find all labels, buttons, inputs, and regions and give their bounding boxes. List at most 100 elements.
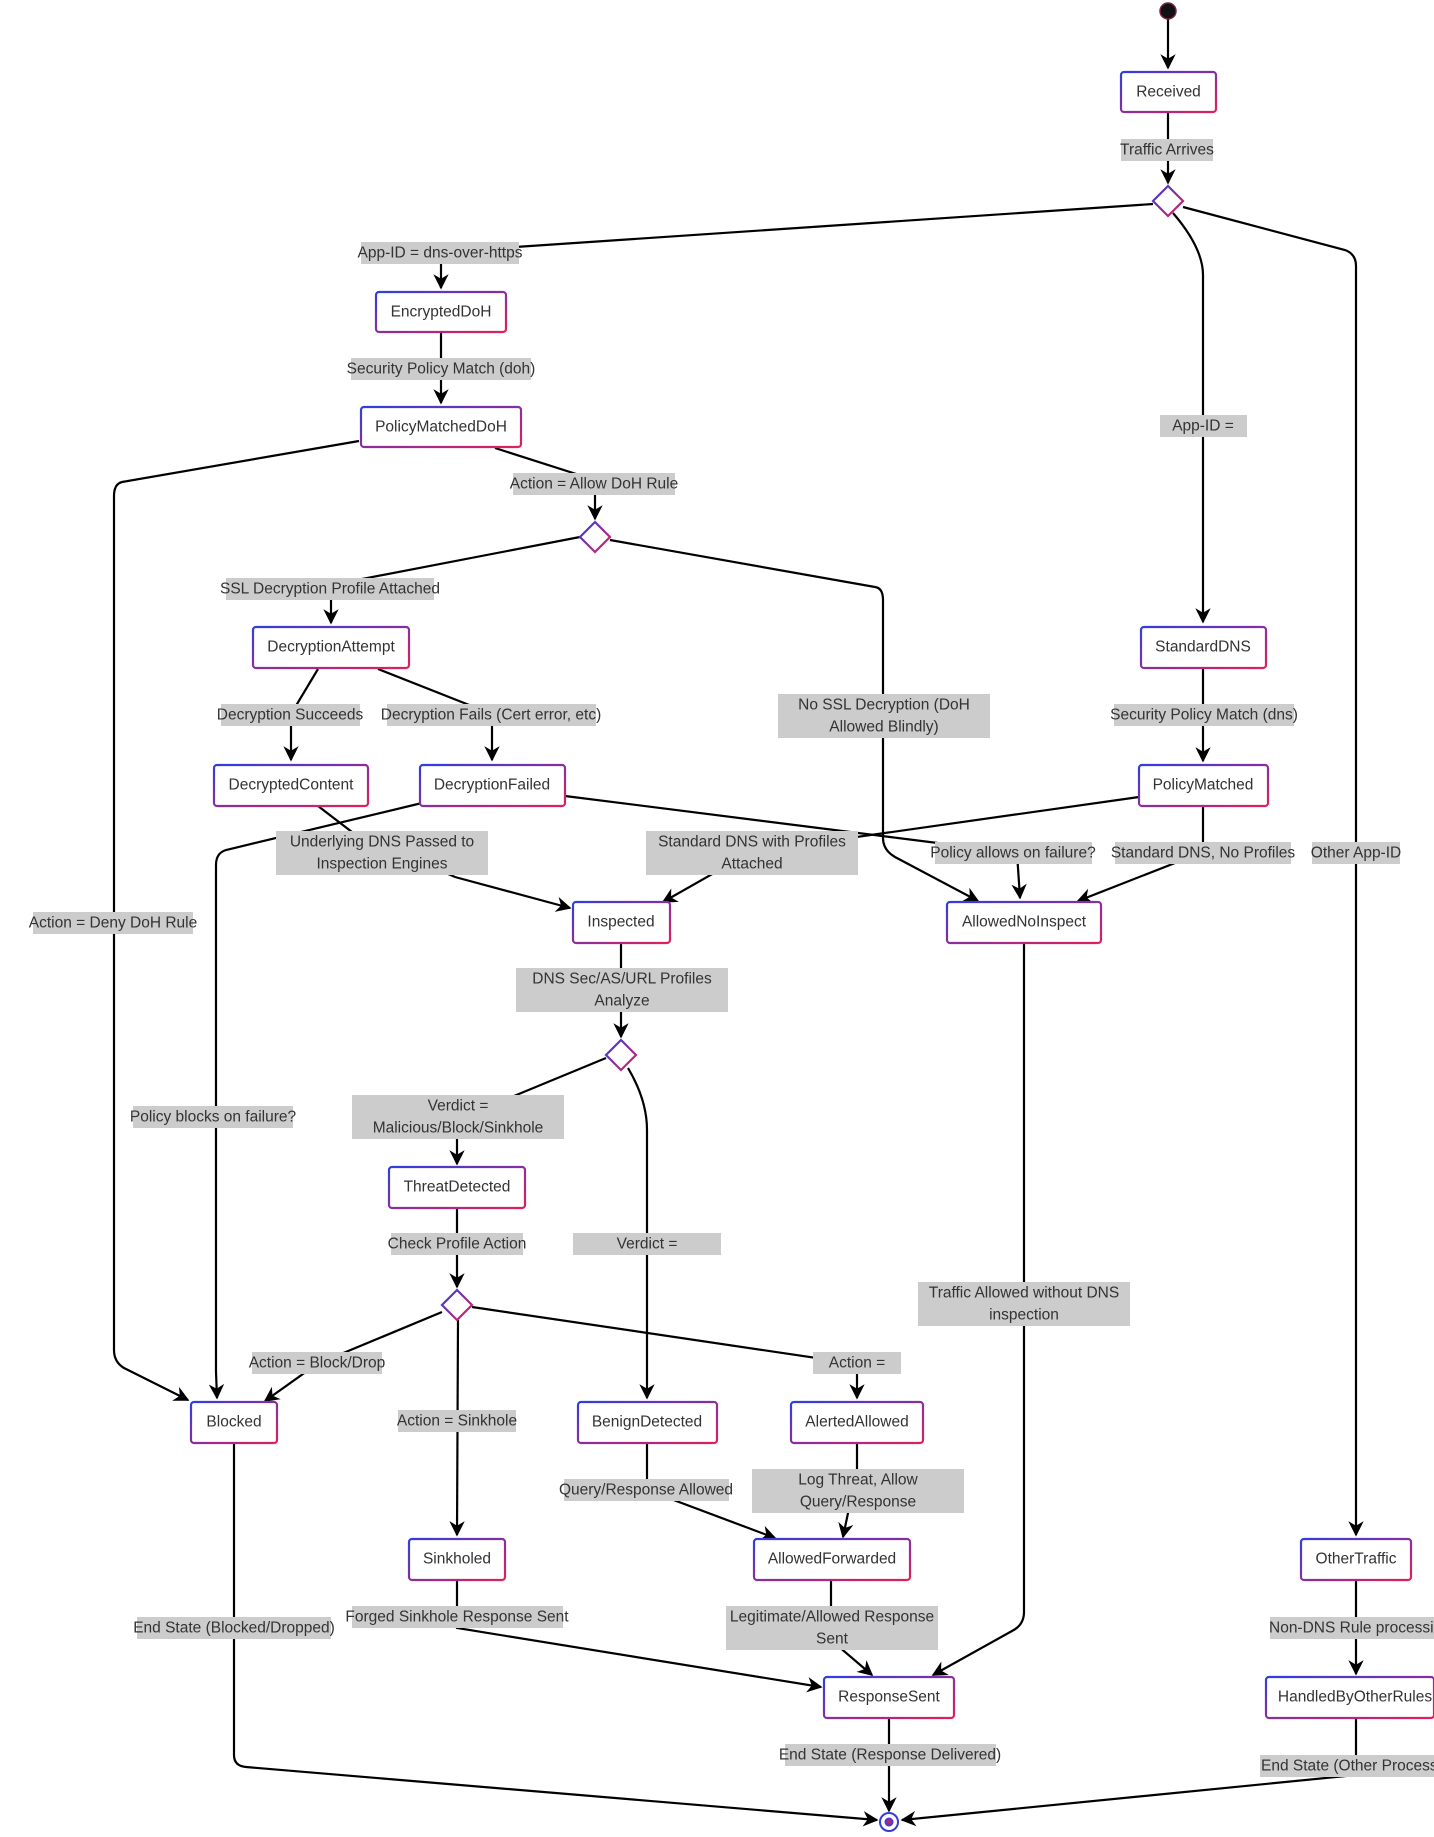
- label-other-app-id: Other App-ID: [1311, 842, 1401, 864]
- edge-blocked-end: [232, 1443, 879, 1827]
- edge-choice1-othertraffic: [1182, 205, 1364, 1537]
- node-threat-detected: ThreatDetected: [387, 1165, 527, 1210]
- svg-text:DecryptionFailed: DecryptionFailed: [434, 777, 550, 794]
- svg-text:AlertedAllowed: AlertedAllowed: [805, 1414, 908, 1431]
- svg-text:Security Policy Match (doh): Security Policy Match (doh): [347, 361, 536, 378]
- svg-text:DecryptedContent: DecryptedContent: [229, 777, 355, 794]
- svg-text:AllowedForwarded: AllowedForwarded: [768, 1551, 896, 1568]
- svg-text:Analyze: Analyze: [594, 993, 649, 1010]
- svg-text:App-ID = dns-over-https: App-ID = dns-over-https: [358, 245, 523, 262]
- svg-text:DecryptionAttempt: DecryptionAttempt: [267, 639, 395, 656]
- svg-text:Traffic Arrives: Traffic Arrives: [1120, 142, 1214, 159]
- edge-choice3-benigndetected: [627, 1067, 655, 1400]
- svg-text:Non-DNS Rule processing: Non-DNS Rule processing: [1269, 1620, 1434, 1637]
- label-non-dns: Non-DNS Rule processing: [1269, 1617, 1434, 1639]
- svg-text:Action =: Action =: [829, 1355, 885, 1372]
- svg-text:Policy allows on failure?: Policy allows on failure?: [930, 845, 1096, 862]
- svg-text:Attached: Attached: [721, 856, 782, 873]
- svg-text:Query/Response: Query/Response: [800, 1494, 916, 1511]
- node-other-traffic: OtherTraffic: [1299, 1537, 1413, 1582]
- svg-text:Verdict =: Verdict =: [428, 1098, 489, 1115]
- label-sec-policy-dns: Security Policy Match (dns): [1110, 704, 1298, 726]
- node-policy-matched: PolicyMatched: [1137, 763, 1270, 808]
- choice-app-id: [1151, 184, 1185, 218]
- svg-text:Log Threat, Allow: Log Threat, Allow: [798, 1472, 918, 1489]
- svg-text:Received: Received: [1136, 84, 1201, 101]
- edge-choice1-encrypteddoh: [433, 202, 1154, 290]
- edge-choice4-alertedallowed: [471, 1305, 865, 1400]
- svg-text:Decryption Succeeds: Decryption Succeeds: [217, 707, 364, 724]
- svg-text:OtherTraffic: OtherTraffic: [1316, 1551, 1397, 1568]
- svg-text:Malicious/Block/Sinkhole: Malicious/Block/Sinkhole: [373, 1120, 544, 1137]
- svg-text:Action = Allow DoH Rule: Action = Allow DoH Rule: [510, 476, 678, 493]
- svg-text:HandledByOtherRules: HandledByOtherRules: [1278, 1689, 1432, 1706]
- label-query-allowed: Query/Response Allowed: [559, 1479, 733, 1501]
- svg-text:App-ID =: App-ID =: [1172, 418, 1234, 435]
- edge-choice1-standarddns: [1172, 212, 1211, 624]
- edge-allowednoinspect-responsesent: [931, 943, 1026, 1676]
- node-sinkholed: Sinkholed: [407, 1537, 507, 1582]
- svg-text:AllowedNoInspect: AllowedNoInspect: [962, 914, 1087, 931]
- label-forged-sinkhole: Forged Sinkhole Response Sent: [345, 1606, 569, 1628]
- node-alerted-allowed: AlertedAllowed: [789, 1400, 925, 1445]
- svg-text:Standard DNS with Profiles: Standard DNS with Profiles: [658, 834, 846, 851]
- svg-text:StandardDNS: StandardDNS: [1155, 639, 1251, 656]
- node-inspected: Inspected: [571, 900, 672, 945]
- svg-text:Policy blocks on failure?: Policy blocks on failure?: [130, 1109, 297, 1126]
- label-sec-policy-doh: Security Policy Match (doh): [347, 358, 536, 380]
- edge-labels: Traffic Arrives App-ID = dns-over-https …: [29, 139, 1434, 1777]
- choice-verdict: [604, 1038, 638, 1072]
- edges: [112, 16, 1364, 1827]
- svg-text:Security Policy Match (dns): Security Policy Match (dns): [1110, 707, 1298, 724]
- svg-text:inspection: inspection: [989, 1307, 1059, 1324]
- svg-text:SSL Decryption Profile Attache: SSL Decryption Profile Attached: [220, 581, 440, 598]
- svg-text:Other App-ID: Other App-ID: [1311, 845, 1401, 862]
- label-legit-response: Legitimate/Allowed ResponseSent: [726, 1606, 938, 1650]
- label-action-sinkhole: Action = Sinkhole: [397, 1410, 517, 1432]
- node-encrypted-doh: EncryptedDoH: [374, 290, 508, 334]
- svg-text:Action = Block/Drop: Action = Block/Drop: [249, 1355, 386, 1372]
- svg-text:Check Profile Action: Check Profile Action: [388, 1236, 527, 1253]
- node-response-sent: ResponseSent: [822, 1675, 956, 1720]
- svg-text:Query/Response Allowed: Query/Response Allowed: [559, 1482, 733, 1499]
- label-decrypt-ok: Decryption Succeeds: [217, 704, 364, 726]
- label-deny-doh: Action = Deny DoH Rule: [29, 912, 197, 934]
- svg-text:DNS Sec/AS/URL Profiles: DNS Sec/AS/URL Profiles: [532, 971, 712, 988]
- svg-text:PolicyMatchedDoH: PolicyMatchedDoH: [375, 419, 507, 436]
- label-check-profile: Check Profile Action: [388, 1233, 527, 1255]
- choice-nodes: [440, 184, 1185, 1322]
- node-allowed-no-inspect: AllowedNoInspect: [945, 900, 1103, 945]
- label-traffic-arrives: Traffic Arrives: [1120, 139, 1214, 161]
- node-received: Received: [1119, 70, 1218, 114]
- label-action-block: Action = Block/Drop: [249, 1352, 386, 1374]
- label-decrypt-fail: Decryption Fails (Cert error, etc): [381, 704, 601, 726]
- choice-profile-action: [440, 1288, 474, 1322]
- label-std-dns-no-profiles: Standard DNS, No Profiles: [1111, 842, 1296, 864]
- svg-text:ThreatDetected: ThreatDetected: [404, 1179, 511, 1196]
- node-handled-by-other-rules: HandledByOtherRules: [1264, 1675, 1434, 1720]
- node-standard-dns: StandardDNS: [1139, 625, 1268, 670]
- label-ssl-profile: SSL Decryption Profile Attached: [220, 578, 440, 600]
- node-decryption-attempt: DecryptionAttempt: [251, 625, 411, 670]
- svg-text:PolicyMatched: PolicyMatched: [1153, 777, 1254, 794]
- svg-text:Action = Sinkhole: Action = Sinkhole: [397, 1413, 517, 1430]
- svg-text:No SSL Decryption (DoH: No SSL Decryption (DoH: [798, 697, 970, 714]
- choice-doh-action: [578, 520, 612, 554]
- label-end-other: End State (Other Processing): [1260, 1755, 1434, 1777]
- node-benign-detected: BenignDetected: [576, 1400, 719, 1445]
- label-action: Action =: [813, 1352, 901, 1374]
- svg-text:BenignDetected: BenignDetected: [592, 1414, 702, 1431]
- svg-text:Standard DNS, No Profiles: Standard DNS, No Profiles: [1111, 845, 1296, 862]
- node-blocked: Blocked: [189, 1400, 279, 1445]
- end-point: [879, 1812, 899, 1832]
- state-nodes: Received EncryptedDoH PolicyMatchedDoH D…: [189, 70, 1434, 1720]
- svg-text:Inspected: Inspected: [587, 914, 654, 931]
- node-decrypted-content: DecryptedContent: [212, 763, 370, 808]
- svg-text:Sinkholed: Sinkholed: [423, 1551, 491, 1568]
- node-allowed-forwarded: AllowedForwarded: [752, 1537, 912, 1582]
